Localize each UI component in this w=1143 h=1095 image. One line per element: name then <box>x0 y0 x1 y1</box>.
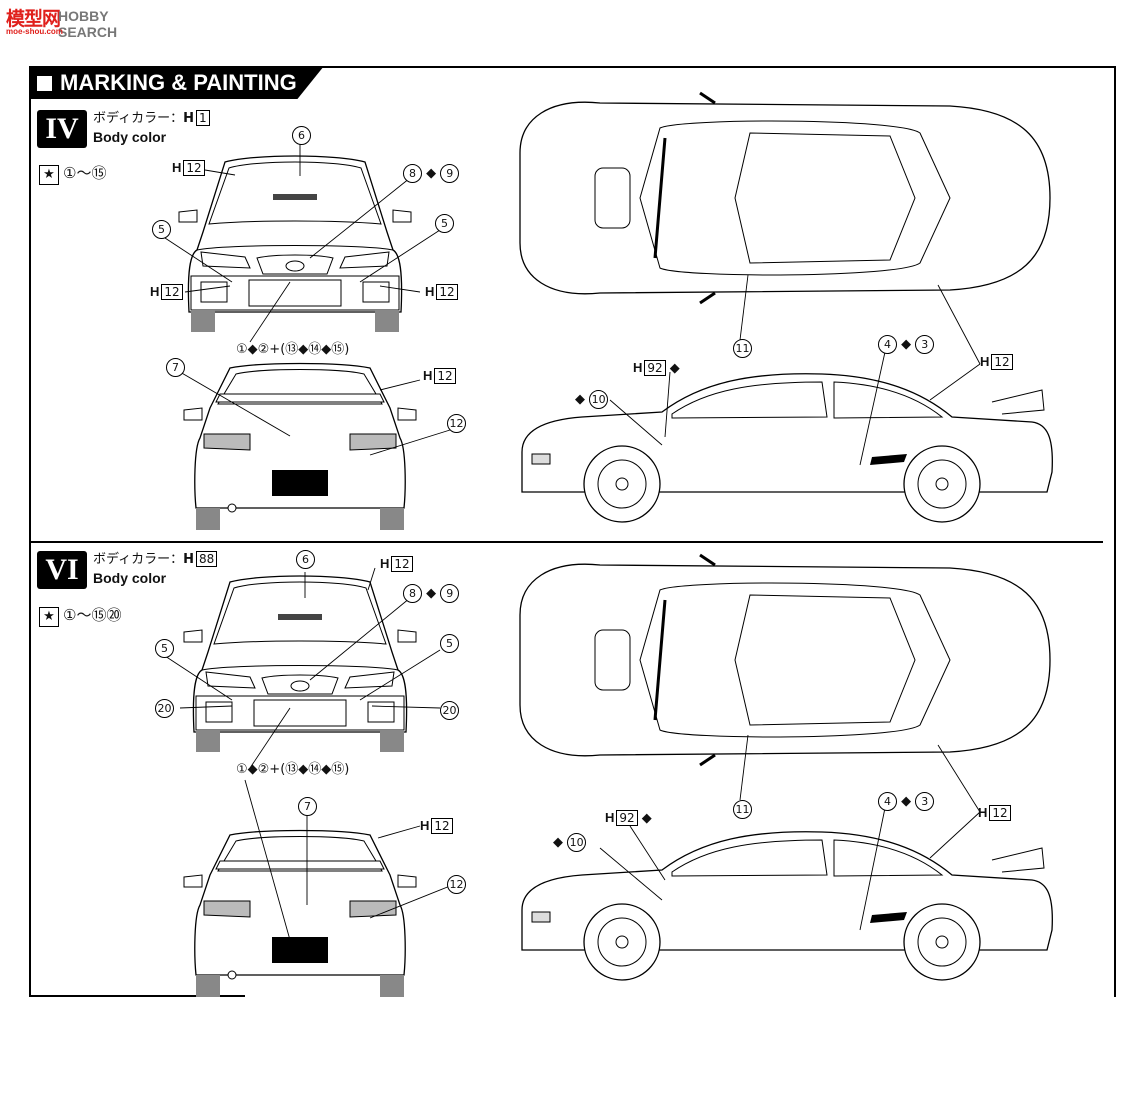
callout: 4 ◆ 3 <box>878 335 935 354</box>
callout: 8 ◆ 9 <box>403 164 460 183</box>
frame-bottom-rule <box>29 995 245 997</box>
body-color-jp: ボディカラー： <box>93 552 184 567</box>
scheme-number-iv: IV <box>37 110 87 148</box>
body-color-code: 1 <box>195 110 210 126</box>
body-color-code: 88 <box>195 551 218 567</box>
frame-left-rule <box>29 66 31 997</box>
callout: 20 <box>440 701 459 720</box>
decal-range-iv: ★①～⑮ <box>39 162 106 185</box>
decal-range-text: ①～⑮⑳ <box>63 606 122 624</box>
callout: 5 <box>435 214 454 233</box>
body-color-jp: ボディカラー： <box>93 111 184 126</box>
instruction-frame <box>29 66 1116 997</box>
decal-range-text: ①～⑮ <box>63 164 107 182</box>
callout: 4 ◆ 3 <box>878 792 935 811</box>
callout: 6 <box>296 550 315 569</box>
watermark-sub: moe-shou.com <box>6 27 63 36</box>
decal-range-vi: ★①～⑮⑳ <box>39 604 121 627</box>
page-title-text: MARKING & PAINTING <box>60 70 297 95</box>
decal-sequence: ①◆②+(⑬◆⑭◆⑮) <box>236 762 350 777</box>
watermark-logo: 模型网 <box>6 8 61 30</box>
watermark-text: HOBBY SEARCH <box>58 8 118 40</box>
callout: 20 <box>155 699 174 718</box>
callout: 5 <box>152 220 171 239</box>
callout: ◆ 10 <box>553 833 587 852</box>
body-color-en: Body color <box>93 570 167 586</box>
callout: 7 <box>166 358 185 377</box>
callout: 5 <box>155 639 174 658</box>
callout: 11 <box>733 800 752 819</box>
callout: 8 ◆ 9 <box>403 584 460 603</box>
watermark: 模型网 HOBBY SEARCH moe-shou.com <box>2 2 162 40</box>
callout: 11 <box>733 339 752 358</box>
square-icon <box>37 76 52 91</box>
scheme-number-vi: VI <box>37 551 87 589</box>
callout: 12 <box>447 875 466 894</box>
callout: 5 <box>440 634 459 653</box>
section-divider <box>31 541 1103 543</box>
callout: 6 <box>292 126 311 145</box>
body-color-en: Body color <box>93 129 167 145</box>
page-title: MARKING & PAINTING <box>29 66 324 99</box>
decal-sequence: ①◆②+(⑬◆⑭◆⑮) <box>236 342 350 357</box>
callout: 12 <box>447 414 466 433</box>
star-icon: ★ <box>39 607 59 627</box>
star-icon: ★ <box>39 165 59 185</box>
callout: 7 <box>298 797 317 816</box>
callout: ◆ 10 <box>575 390 609 409</box>
